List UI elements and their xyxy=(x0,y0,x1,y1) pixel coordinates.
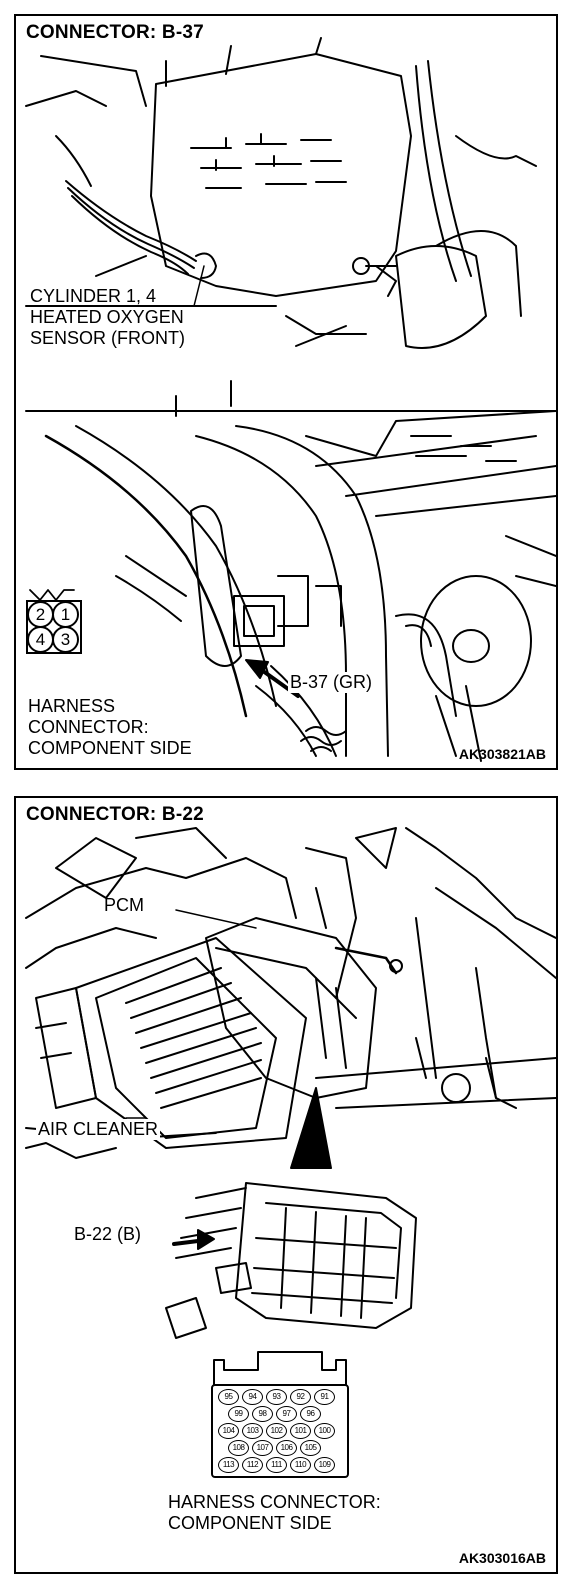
b22-callout: B-22 (B) xyxy=(72,1224,144,1245)
pin-2: 2 xyxy=(27,601,54,628)
pin-101: 101 xyxy=(290,1423,311,1439)
harness-label-line-2: COMPONENT SIDE xyxy=(168,1513,332,1533)
harness-label-line-1: HARNESS xyxy=(28,696,116,716)
pin-91: 91 xyxy=(314,1389,335,1405)
panel-title: CONNECTOR: B-22 xyxy=(26,804,204,825)
b37-callout: B-37 (GR) xyxy=(288,672,375,693)
figure-code: AK303821AB xyxy=(458,746,546,762)
pin-110: 110 xyxy=(290,1457,311,1473)
pin-100: 100 xyxy=(314,1423,335,1439)
sensor-label-line-2: HEATED OXYGEN xyxy=(30,307,184,327)
connector-b37-panel: CONNECTOR: B-37 xyxy=(14,14,558,770)
air-cleaner-label: AIR CLEANER xyxy=(36,1119,161,1140)
pcm-label: PCM xyxy=(104,895,144,915)
sensor-label-line-3: SENSOR (FRONT) xyxy=(30,328,185,348)
pin-106: 106 xyxy=(276,1440,297,1456)
pin-105: 105 xyxy=(300,1440,321,1456)
pin-94: 94 xyxy=(242,1389,263,1405)
b37-pin-diagram: 2 1 4 3 xyxy=(26,600,82,654)
pin-97: 97 xyxy=(276,1406,297,1422)
pin-103: 103 xyxy=(242,1423,263,1439)
pin-107: 107 xyxy=(252,1440,273,1456)
harness-label: HARNESS CONNECTOR: COMPONENT SIDE xyxy=(168,1492,381,1534)
pin-102: 102 xyxy=(266,1423,287,1439)
pin-112: 112 xyxy=(242,1457,263,1473)
pin-104: 104 xyxy=(218,1423,239,1439)
pin-109: 109 xyxy=(314,1457,335,1473)
harness-label-line-1: HARNESS CONNECTOR: xyxy=(168,1492,381,1512)
pin-99: 99 xyxy=(228,1406,249,1422)
pin-4: 4 xyxy=(27,626,54,653)
engine-bay-illustration-b22 xyxy=(25,827,556,1478)
pin-96: 96 xyxy=(300,1406,321,1422)
harness-label: HARNESS CONNECTOR: COMPONENT SIDE xyxy=(28,696,192,759)
panel-title: CONNECTOR: B-37 xyxy=(26,22,204,43)
pin-111: 111 xyxy=(266,1457,287,1473)
pin-113: 113 xyxy=(218,1457,239,1473)
pin-95: 95 xyxy=(218,1389,239,1405)
harness-label-line-3: COMPONENT SIDE xyxy=(28,738,192,758)
pin-108: 108 xyxy=(228,1440,249,1456)
sensor-label-line-1: CYLINDER 1, 4 xyxy=(30,286,157,306)
pin-3: 3 xyxy=(52,626,79,653)
harness-label-line-2: CONNECTOR: xyxy=(28,717,149,737)
connector-b22-panel: CONNECTOR: B-22 xyxy=(14,796,558,1574)
sensor-label: CYLINDER 1, 4 HEATED OXYGEN SENSOR (FRON… xyxy=(30,286,185,349)
figure-code: AK303016AB xyxy=(458,1550,546,1566)
pin-92: 92 xyxy=(290,1389,311,1405)
pin-98: 98 xyxy=(252,1406,273,1422)
engine-bay-illustration-b37 xyxy=(25,37,556,762)
pin-1: 1 xyxy=(52,601,79,628)
pin-93: 93 xyxy=(266,1389,287,1405)
